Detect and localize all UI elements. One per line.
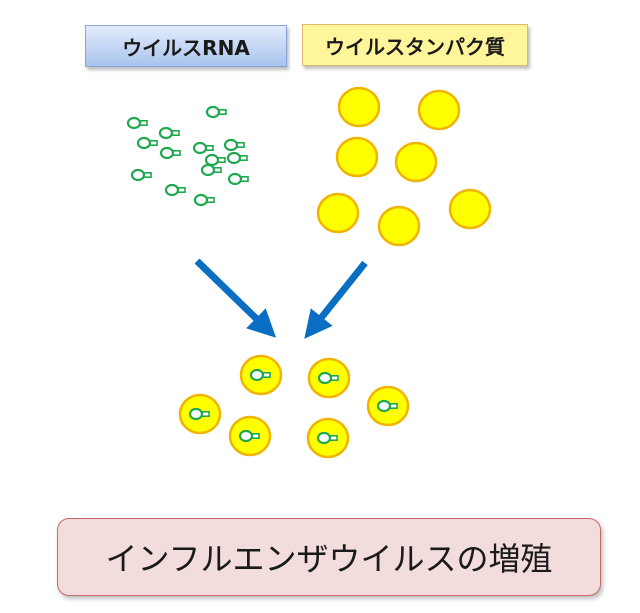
virion-group (178, 354, 410, 459)
rna-strand-icon (136, 136, 158, 150)
virion-rna (376, 399, 398, 413)
virion-icon (366, 385, 410, 427)
virion-rna (238, 429, 260, 443)
rna-strand-icon (204, 153, 226, 167)
rna-strand-icon (126, 116, 148, 130)
rna-group (126, 105, 249, 207)
protein-particle-icon (377, 205, 421, 247)
rna-strand-icon (200, 163, 222, 177)
rna-strand-icon (227, 172, 249, 186)
arrow-icon (194, 258, 277, 338)
rna-strand-icon (130, 168, 152, 182)
diagram-title: インフルエンザウイルスの増殖 (57, 518, 601, 596)
rna-strand-icon (159, 146, 181, 160)
rna-strand-icon (223, 138, 245, 152)
rna-strand-icon (164, 183, 186, 197)
virion-icon (239, 354, 283, 396)
protein-particle-icon (337, 86, 381, 128)
virion-icon (307, 357, 351, 399)
protein-particle-icon (417, 89, 461, 131)
arrow-group (194, 258, 368, 339)
protein-particle-icon (335, 136, 379, 178)
rna-strand-icon (193, 193, 215, 207)
virion-rna (317, 371, 339, 385)
virion-icon (228, 415, 272, 457)
protein-particle-icon (448, 188, 492, 230)
protein-particle-icon (394, 141, 438, 183)
protein-group (316, 86, 492, 247)
rna-strand-icon (205, 105, 227, 119)
virion-rna (188, 407, 210, 421)
protein-particle-icon (316, 192, 360, 234)
virion-rna (316, 431, 338, 445)
rna-strand-icon (226, 151, 248, 165)
rna-strand-icon (158, 126, 180, 140)
viral-rna-label: ウイルスRNA (85, 25, 287, 67)
rna-strand-icon (192, 141, 214, 155)
virion-rna (249, 368, 271, 382)
virion-icon (306, 417, 350, 459)
viral-protein-label: ウイルスタンパク質 (302, 24, 528, 66)
virion-icon (178, 393, 222, 435)
arrow-icon (304, 260, 368, 339)
